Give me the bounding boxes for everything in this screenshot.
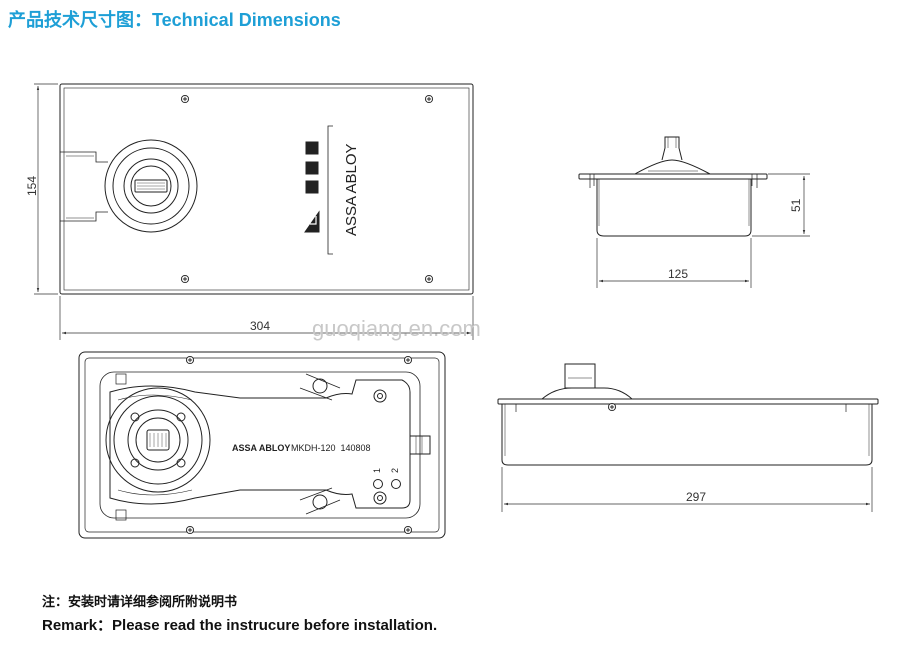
- spindle-ring: [104, 139, 198, 233]
- notes: 注：安装时请详细参阅所附说明书 Remark：Please read the i…: [42, 592, 437, 638]
- top-view-brand: ASSA ABLOY: [343, 143, 360, 236]
- title-english: Technical Dimensions: [152, 10, 341, 30]
- bottom-view: [78, 351, 446, 539]
- dim-297-label: 297: [686, 490, 706, 504]
- dim-297: [501, 467, 873, 512]
- dim-51: [752, 173, 810, 237]
- dim-51-label: 51: [789, 198, 803, 212]
- valve-label-1: 1: [372, 468, 382, 473]
- dim-154-label: 154: [25, 176, 39, 196]
- top-view: [59, 83, 474, 295]
- note-chinese: 注：安装时请详细参阅所附说明书: [42, 595, 238, 610]
- side-view-short: [578, 136, 768, 237]
- dim-304-label: 304: [250, 319, 270, 333]
- page-title: 产品技术尺寸图：Technical Dimensions: [8, 6, 341, 32]
- dim-125-label: 125: [668, 267, 688, 281]
- note-english: Remark：Please read the instrucure before…: [42, 617, 438, 634]
- title-chinese: 产品技术尺寸图：: [8, 10, 152, 31]
- side-view-long: [497, 363, 879, 466]
- bottom-view-brand: ASSA ABLOY: [232, 443, 290, 453]
- dim-154: [34, 83, 58, 295]
- dim-304: [59, 296, 474, 340]
- watermark: guoqiang.en.com: [312, 316, 481, 341]
- bottom-view-model: MKDH-120 140808: [291, 443, 371, 453]
- valve-label-2: 2: [390, 468, 400, 473]
- dim-125: [596, 238, 752, 288]
